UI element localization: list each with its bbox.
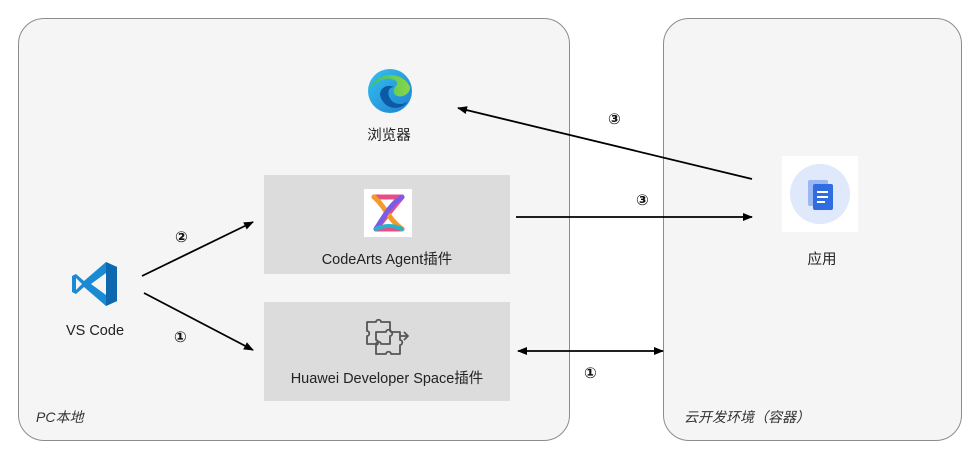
arrow-vscode-to-agent <box>141 221 254 277</box>
huawei-dev-space-label: Huawei Developer Space插件 <box>290 371 484 387</box>
edge-browser-icon <box>368 69 412 113</box>
document-app-icon <box>782 156 858 232</box>
puzzle-plugin-icon <box>366 318 409 355</box>
step-label-vscode-agent: ② <box>175 229 188 246</box>
vscode-icon <box>72 262 117 306</box>
codearts-agent-icon <box>364 189 412 237</box>
vscode-label: VS Code <box>65 323 125 339</box>
codearts-agent-label: CodeArts Agent插件 <box>321 252 453 268</box>
step-label-vscode-hds: ① <box>174 329 187 346</box>
step-label-hds-cloud: ① <box>584 365 597 382</box>
browser-label: 浏览器 <box>367 128 411 144</box>
arrow-vscode-to-hds <box>143 292 254 351</box>
step-label-agent-app: ③ <box>636 192 649 209</box>
step-label-app-browser: ③ <box>608 111 621 128</box>
app-label: 应用 <box>807 252 837 268</box>
arrow-app-to-browser <box>457 106 753 180</box>
pc-region-label: PC本地 <box>36 409 84 425</box>
cloud-region-label: 云开发环境（容器） <box>684 409 810 425</box>
